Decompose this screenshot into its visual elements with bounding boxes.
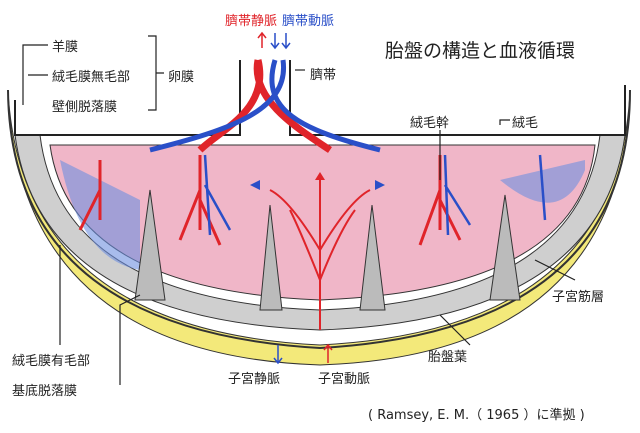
label-decidua-parietalis: 壁側脱落膜 — [52, 100, 118, 115]
label-amnion: 羊膜 — [52, 40, 79, 55]
label-stem-villus: 絨毛幹 — [410, 116, 450, 131]
label-decidua-basalis: 基底脱落膜 — [12, 384, 78, 399]
citation: ( Ramsey, E. M.（ 1965 ）に準拠 ) — [368, 408, 585, 423]
label-chorion-frondosum: 絨毛膜有毛部 — [12, 354, 91, 369]
label-uterine-artery: 子宮動脈 — [318, 372, 371, 387]
diagram-title: 胎盤の構造と血液循環 — [385, 40, 576, 62]
umbilical-cord-vessel-artery — [149, 59, 381, 153]
label-umbilical-artery: 臍帯動脈 — [282, 14, 335, 29]
label-umbilical-cord: 臍帯 — [310, 68, 337, 83]
label-uterine-vein: 子宮静脈 — [228, 372, 281, 387]
label-fetal-membrane: 卵膜 — [168, 70, 195, 85]
label-villus: 絨毛 — [512, 116, 539, 131]
label-umbilical-vein: 臍帯静脈 — [225, 14, 278, 29]
label-myometrium: 子宮筋層 — [552, 290, 605, 305]
label-cotyledon: 胎盤葉 — [428, 350, 468, 365]
label-chorion-laeve: 絨毛膜無毛部 — [52, 70, 131, 85]
umbilical-cord-vessel-vein — [197, 59, 332, 153]
fetal-membrane — [14, 60, 626, 136]
